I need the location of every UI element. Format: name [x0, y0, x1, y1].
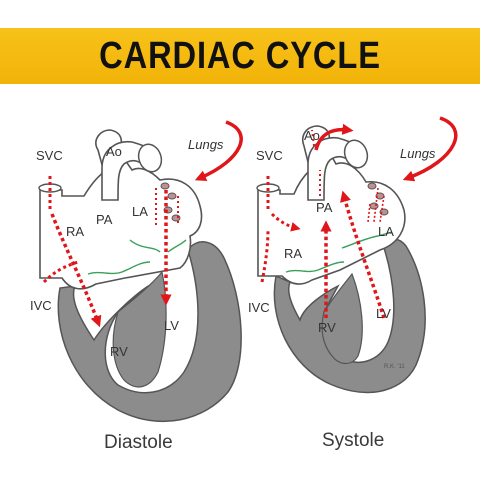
systole-aorta-opening	[343, 139, 369, 169]
systole-flow-ra-arrow	[270, 212, 301, 232]
diastole-heart: SVC Ao Lungs PA LA RA IVC RV LV Diastole	[30, 120, 243, 453]
systole-mitral-valve	[341, 231, 393, 249]
diastole-septum	[112, 270, 167, 388]
diastole-aorta-opening	[137, 143, 163, 173]
page-title: CARDIAC CYCLE	[99, 35, 381, 77]
systole-label-ivc: IVC	[248, 300, 270, 315]
diastole-flow-mitral-dots	[155, 188, 179, 226]
systole-flow-la-fan	[367, 187, 385, 223]
diastole-label-rv: RV	[110, 344, 128, 359]
diastole-ventricle-muscle	[57, 241, 242, 423]
diastole-label-lv: LV	[164, 318, 179, 333]
systole-heart: SVC Ao Lungs PA LA RA IVC RV LV R.K. '11…	[248, 116, 458, 451]
diastole-label-pa: PA	[96, 212, 113, 227]
systole-flow-ao-arrow	[314, 123, 354, 151]
systole-flow-lv-ao-arrow	[340, 190, 386, 319]
title-banner: CARDIAC CYCLE	[0, 28, 480, 84]
diastole-label-ao: Ao	[106, 144, 122, 159]
systole-flow-pa-dots	[311, 129, 321, 196]
artist-signature: R.K. '11	[384, 364, 405, 370]
systole-label-lv: LV	[376, 306, 391, 321]
diastole-caption: Diastole	[104, 432, 173, 453]
systole-tricuspid-valve	[285, 261, 345, 273]
diastole-label-ra: RA	[66, 224, 84, 239]
systole-label-ao: Ao	[304, 128, 320, 143]
systole-caption: Systole	[322, 430, 384, 451]
systole-septum	[321, 272, 363, 365]
systole-flow-ivc-arrow	[260, 229, 270, 283]
diastole-label-ivc: IVC	[30, 298, 52, 313]
systole-label-lungs: Lungs	[400, 146, 436, 161]
systole-label-rv: RV	[318, 320, 336, 335]
diastole-label-svc: SVC	[36, 148, 63, 163]
diastole-flow-lungs-arrow	[194, 120, 243, 181]
systole-flow-lungs-arrow	[402, 116, 458, 182]
systole-label-la: LA	[378, 224, 394, 239]
systole-ventricle-muscle	[273, 238, 426, 394]
systole-label-svc: SVC	[256, 148, 283, 163]
diastole-atria-outline	[39, 129, 203, 290]
systole-label-pa: PA	[316, 200, 333, 215]
diastole-label-lungs: Lungs	[188, 137, 224, 152]
systole-label-ra: RA	[284, 246, 302, 261]
diastole-mitral-valve	[129, 239, 187, 253]
diastole-flow-ivc-arrow	[42, 260, 79, 284]
diastole-label-la: LA	[132, 204, 148, 219]
diastole-tricuspid-valve	[87, 261, 151, 275]
